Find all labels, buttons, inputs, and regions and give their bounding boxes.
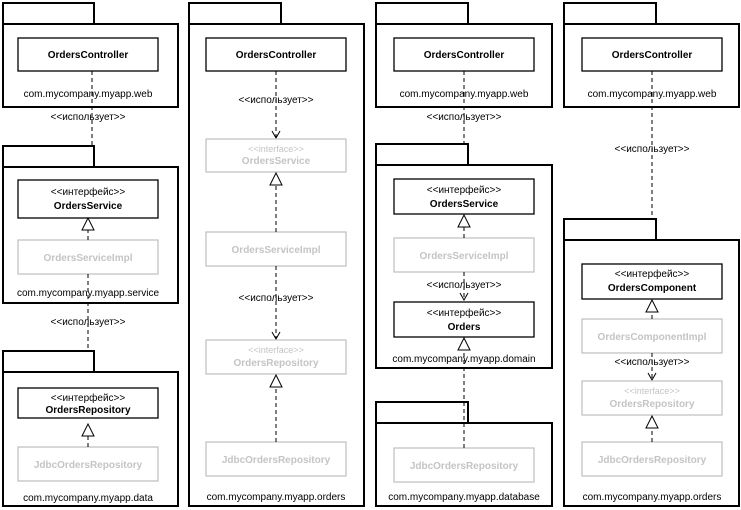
jdbc-orders-repository-label: JdbcOrdersRepository (598, 455, 707, 466)
realization-triangle (81, 216, 95, 231)
realization-triangle (81, 422, 95, 437)
jdbc-orders-repository-box (205, 441, 347, 477)
diagram-4: OrdersController com.mycompany.myapp.web… (563, 2, 740, 507)
data-package-name: com.mycompany.myapp.data (23, 493, 153, 504)
stereotype-label: <<интерфейс>> (427, 307, 502, 319)
jdbc-orders-repository-label: JdbcOrdersRepository (222, 455, 331, 466)
realization-triangle (645, 298, 659, 313)
orders-controller-box (393, 37, 535, 72)
orders-repository-label: OrdersRepository (233, 358, 318, 369)
uses-label: <<использует>> (51, 112, 126, 123)
service-package-name: com.mycompany.myapp.service (17, 288, 160, 299)
orders-service-impl-label: OrdersServiceImpl (44, 253, 133, 264)
orders-component-interface-box (581, 263, 723, 300)
orders-package-name: com.mycompany.myapp.orders (207, 492, 346, 503)
orders-repository-label: OrdersRepository (609, 399, 694, 410)
domain-package-name: com.mycompany.myapp.domain (392, 354, 535, 365)
uses-label: <<использует>> (239, 293, 314, 304)
jdbc-orders-repository-label: JdbcOrdersRepository (410, 461, 519, 472)
data-package: <<интерфейс>> OrdersRepository JdbcOrder… (2, 350, 179, 507)
orders-label: Orders (448, 322, 481, 333)
uses-label: <<использует>> (51, 317, 126, 328)
web-package: OrdersController com.mycompany.myapp.web (2, 2, 179, 108)
realization-triangle (269, 373, 283, 388)
realization-triangle (645, 414, 659, 429)
stereotype-label: <<интерфейс>> (51, 186, 126, 198)
orders-repository-label: OrdersRepository (45, 405, 130, 416)
orders-repository-interface-box (205, 339, 347, 375)
orders-repository-interface-box (17, 387, 159, 419)
diagram-2: OrdersController <<использует>> <<interf… (188, 2, 365, 507)
diagram-1: OrdersController com.mycompany.myapp.web… (2, 2, 179, 507)
orders-component-label: OrdersComponent (608, 283, 697, 294)
web-package-name: com.mycompany.myapp.web (24, 89, 153, 100)
orders-service-impl-label: OrdersServiceImpl (232, 245, 321, 256)
orders-controller-label: OrdersController (48, 50, 129, 61)
orders-service-impl-box (205, 231, 347, 267)
orders-interface-box (393, 301, 535, 338)
orders-controller-label: OrdersController (424, 50, 505, 61)
orders-component-impl-box (581, 318, 723, 354)
orders-service-interface-box (17, 179, 159, 219)
diagram-3: OrdersController com.mycompany.myapp.web… (375, 2, 553, 507)
stereotype-label: <<interface>> (248, 345, 304, 355)
stereotype-label: <<interface>> (248, 144, 304, 154)
orders-service-impl-label: OrdersServiceImpl (420, 251, 509, 262)
stereotype-label: <<интерфейс>> (51, 392, 126, 404)
orders-service-label: OrdersService (430, 199, 499, 210)
service-package: <<интерфейс>> OrdersService OrdersServic… (2, 145, 179, 304)
uses-label: <<использует>> (427, 280, 502, 291)
orders-service-interface-box (393, 178, 535, 215)
orders-service-label: OrdersService (54, 201, 123, 212)
orders-service-label: OrdersService (242, 156, 311, 167)
jdbc-orders-repository-box (17, 446, 159, 482)
orders-controller-box (17, 37, 159, 72)
orders-controller-box (581, 37, 723, 72)
orders-controller-label: OrdersController (236, 50, 317, 61)
orders-component-impl-label: OrdersComponentImpl (598, 332, 707, 343)
uses-label: <<использует>> (427, 112, 502, 123)
realization-triangle (457, 213, 471, 228)
orders-package-name: com.mycompany.myapp.orders (583, 492, 722, 503)
stereotype-label: <<интерфейс>> (615, 268, 690, 280)
orders-controller-label: OrdersController (612, 50, 693, 61)
realization-triangle (269, 171, 283, 186)
stereotype-label: <<интерфейс>> (427, 184, 502, 196)
database-package-name: com.mycompany.myapp.database (388, 492, 540, 503)
stereotype-label: <<interface>> (624, 386, 680, 396)
jdbc-orders-repository-label: JdbcOrdersRepository (34, 460, 143, 471)
realization-triangle (457, 336, 471, 351)
